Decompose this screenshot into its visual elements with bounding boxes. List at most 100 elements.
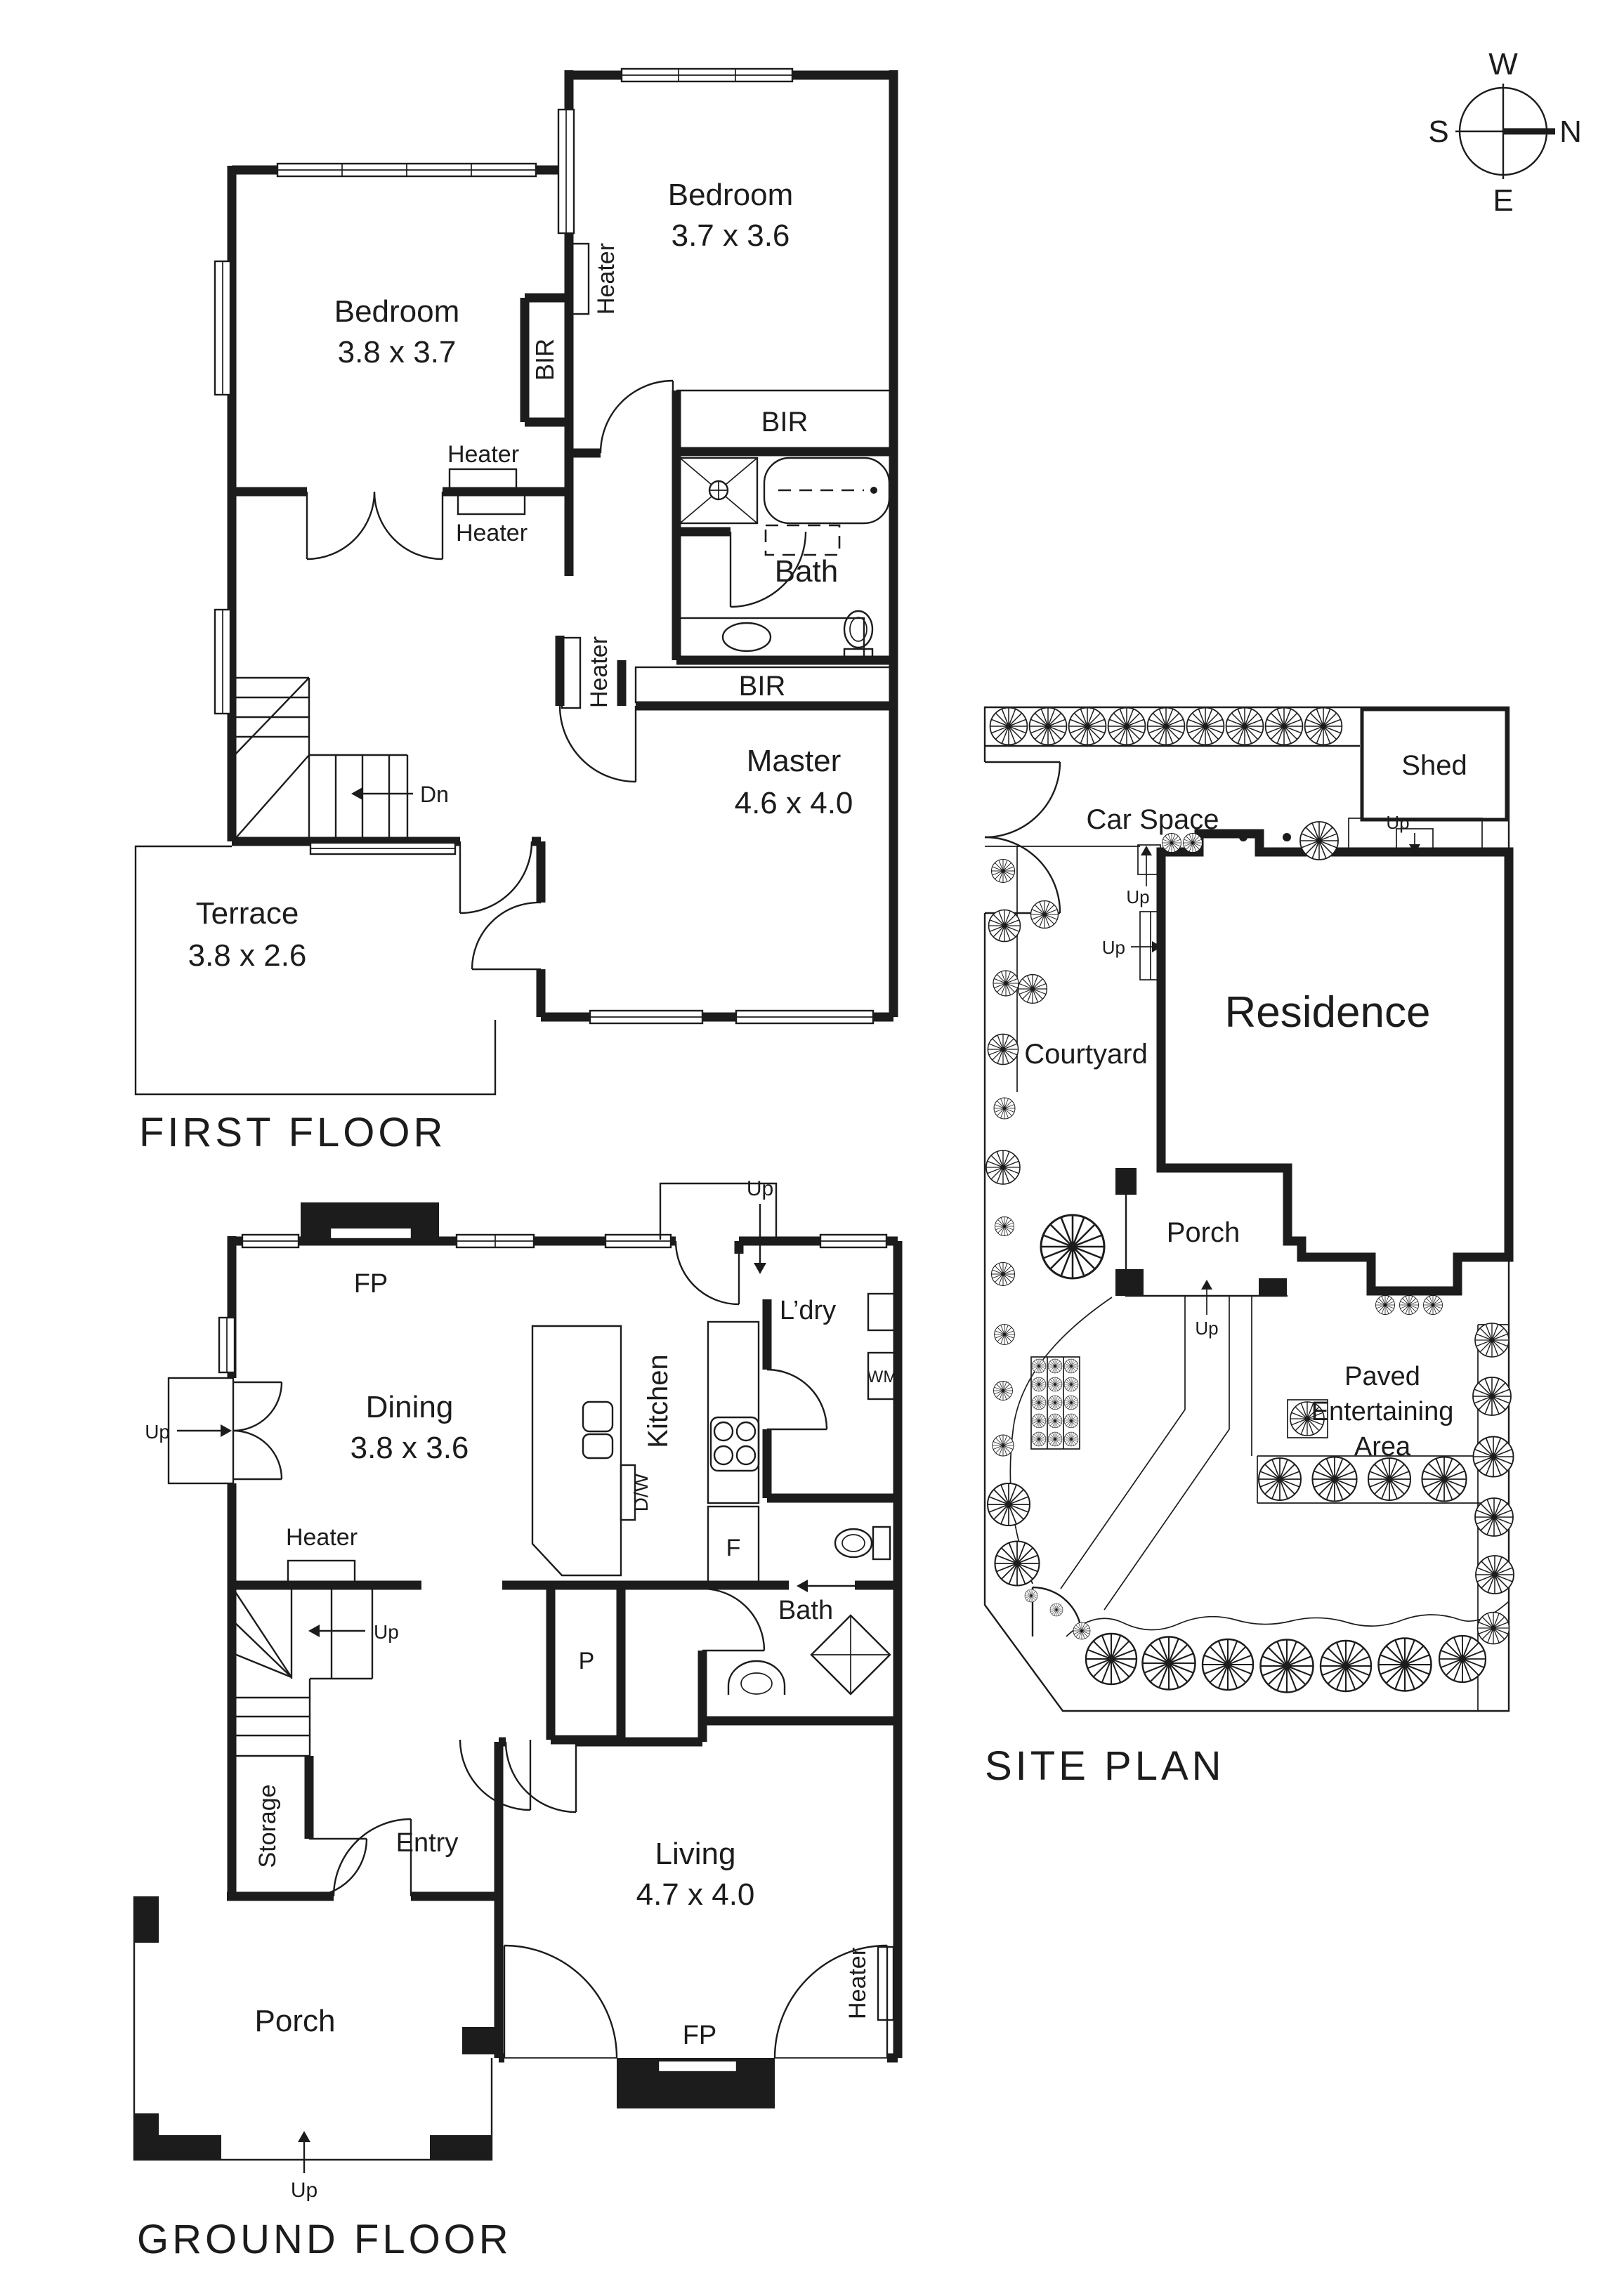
heater-unit: [570, 242, 590, 315]
bir-label: BIR: [530, 339, 559, 381]
fridge-space: [707, 1505, 760, 1584]
heater-label: Heater: [844, 1948, 871, 2019]
basin: [727, 1660, 786, 1695]
up-arrow: [177, 1424, 232, 1437]
shed-label: Shed: [1401, 750, 1467, 781]
kitchen-fixtures: [287, 1292, 898, 2021]
window: [735, 1009, 875, 1025]
window: [557, 108, 575, 235]
window: [241, 1233, 300, 1249]
entry-arrow: [797, 1580, 858, 1592]
compass-s: S: [1428, 114, 1448, 149]
sink: [582, 1433, 614, 1459]
dishwasher: [620, 1464, 636, 1521]
porch-label: Porch: [255, 2004, 336, 2038]
site-plan: Shed Car Space Up Up Up Residence Courty…: [983, 706, 1514, 1789]
bedroom2-dims: 3.8 x 3.7: [338, 335, 457, 369]
fp-label: FP: [354, 1269, 388, 1299]
up-arrow: [1131, 941, 1162, 952]
fireplace-chimney: [617, 2058, 775, 2108]
first-floor-windows: [214, 67, 875, 1025]
up-arrow: [1409, 833, 1420, 854]
toilet: [834, 1526, 891, 1561]
residence-outline: [1156, 829, 1514, 1296]
fp-label: FP: [683, 2021, 717, 2050]
first-floor-doors: [306, 379, 807, 971]
paved-label-3: Area: [1354, 1432, 1411, 1462]
first-floor-plan: Bedroom 3.7 x 3.6 Bedroom 3.8 x 3.7 Heat…: [134, 67, 898, 1155]
up-label: Up: [1195, 1318, 1218, 1339]
kitchen-label: Kitchen: [643, 1354, 674, 1448]
bir-label: BIR: [739, 671, 786, 702]
porch-label: Porch: [1167, 1217, 1240, 1248]
dn-arrow: [351, 787, 413, 800]
terrace-name: Terrace: [196, 896, 299, 931]
heater-label: Heater: [586, 636, 613, 708]
heater-unit: [287, 1559, 356, 1583]
up-label: Up: [1102, 937, 1125, 958]
dw-label: D/W: [630, 1473, 652, 1511]
window: [214, 608, 232, 715]
master-name: Master: [747, 744, 841, 778]
bath-fixtures: [727, 1526, 891, 1695]
up-label: Up: [747, 1177, 773, 1200]
up-arrow: [298, 2131, 310, 2173]
vanity: [679, 617, 865, 658]
up-arrow: [754, 1204, 766, 1274]
site-porch: [1115, 1168, 1288, 1297]
bath-label: Bath: [778, 1596, 833, 1625]
up-label: Up: [291, 2179, 317, 2202]
paved-label-2: Entertaining: [1311, 1397, 1454, 1426]
living-name: Living: [655, 1837, 736, 1871]
window: [276, 162, 537, 178]
master-robe: [634, 666, 893, 704]
window: [455, 1233, 535, 1249]
first-floor-stairs: [234, 676, 409, 840]
bedroom1-dims: 3.7 x 3.6: [672, 218, 790, 253]
car-space-label: Car Space: [1087, 804, 1219, 835]
courtyard-label: Courtyard: [1024, 1039, 1148, 1070]
heater-label: Heater: [456, 520, 528, 546]
site-boundary: [983, 706, 1510, 1712]
terrace-dims: 3.8 x 2.6: [188, 938, 307, 973]
shower-screen: [764, 524, 841, 556]
bath-label: Bath: [775, 554, 839, 589]
window: [604, 1233, 672, 1249]
compass-w: W: [1488, 47, 1518, 81]
first-floor-bath-fixtures: [448, 242, 893, 709]
window: [620, 67, 794, 83]
wm-label: WM: [867, 1367, 898, 1386]
ground-floor-stairs: [233, 1585, 374, 1757]
heater-label: Heater: [593, 243, 620, 315]
trees: [985, 707, 1514, 1693]
heater-unit: [448, 468, 518, 492]
heater-label: Heater: [447, 441, 519, 468]
up-arrow: [1201, 1280, 1212, 1315]
toilet: [843, 610, 874, 662]
compass-e: E: [1493, 183, 1513, 218]
up-label: Up: [1386, 812, 1409, 833]
sink: [582, 1400, 614, 1433]
garden-paths: [1009, 846, 1510, 1711]
ground-floor-porch: [133, 1896, 495, 2161]
bir-label: BIR: [761, 407, 808, 438]
dn-label: Dn: [420, 782, 449, 807]
ground-floor-walls: [227, 1236, 903, 2063]
heater-unit: [561, 636, 582, 709]
up-label: Up: [1126, 886, 1149, 907]
terrace-outline: [134, 845, 497, 1096]
heater-unit: [877, 1946, 895, 2021]
ground-floor-windows: [218, 1233, 888, 2059]
up-label: Up: [145, 1421, 170, 1443]
ldry-label: L’dry: [780, 1296, 836, 1325]
first-floor-title: FIRST FLOOR: [139, 1110, 446, 1155]
compass-rose: W S E N: [1428, 47, 1582, 218]
washing-machine: [867, 1351, 898, 1400]
bathtub: [763, 457, 891, 525]
tree-box: [1287, 1399, 1328, 1438]
ground-floor-plan: Up FP L’dry WM Kitchen Dining 3.8 x 3.6 …: [133, 1177, 903, 2262]
window: [214, 260, 232, 396]
residence-label: Residence: [1225, 988, 1431, 1037]
shed-walls: [1360, 707, 1509, 822]
